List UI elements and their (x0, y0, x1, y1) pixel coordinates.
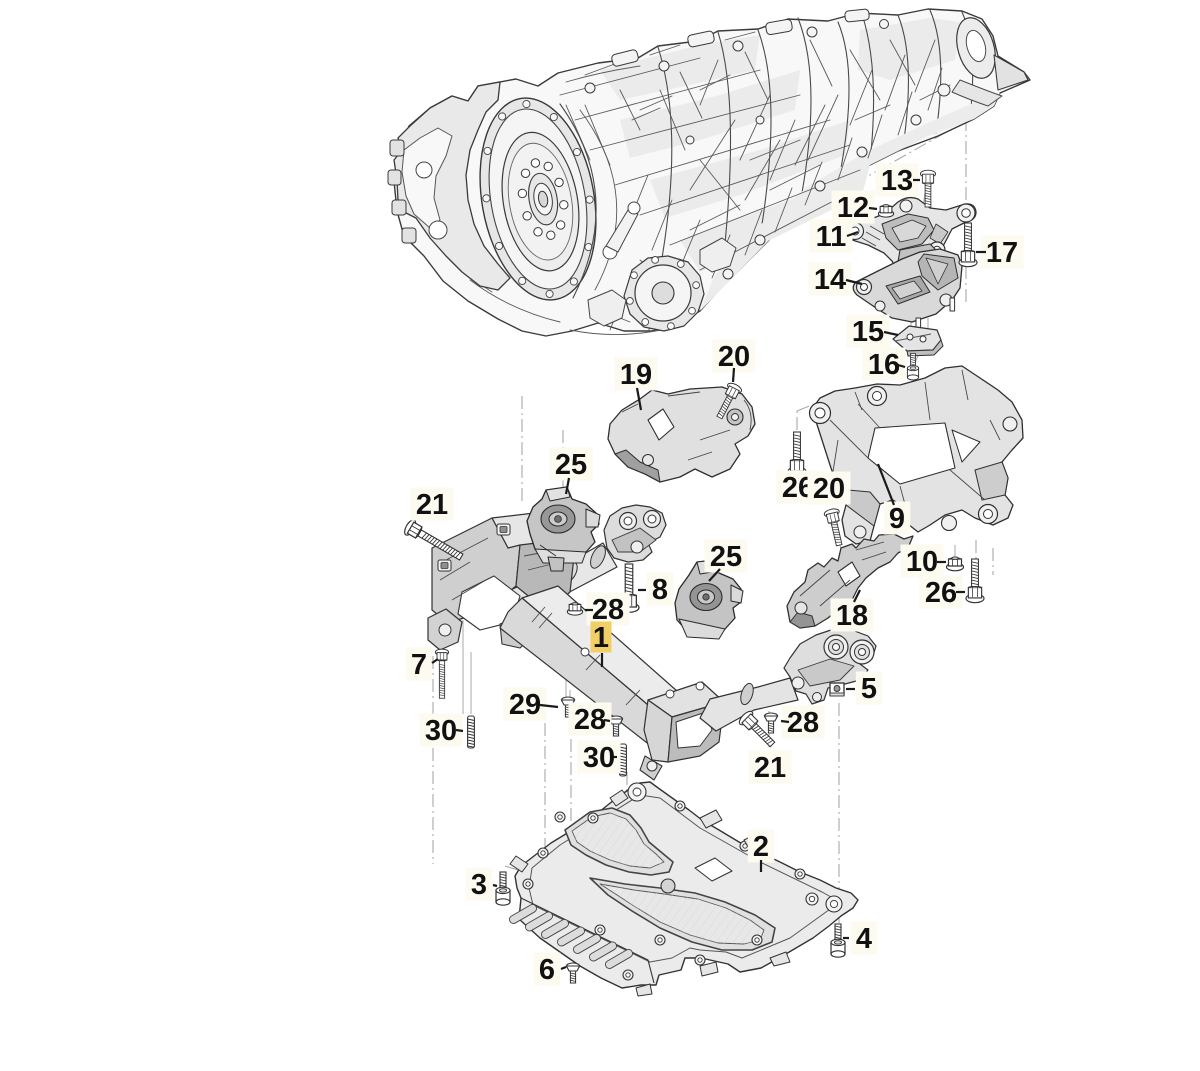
svg-text:13: 13 (881, 165, 913, 197)
svg-text:28: 28 (787, 707, 819, 739)
svg-text:20: 20 (718, 341, 750, 373)
svg-text:25: 25 (555, 449, 587, 481)
svg-text:3: 3 (471, 869, 487, 901)
svg-text:19: 19 (620, 359, 652, 391)
svg-text:1: 1 (593, 622, 609, 654)
svg-text:2: 2 (753, 831, 769, 863)
svg-text:16: 16 (868, 349, 900, 381)
svg-text:28: 28 (592, 594, 624, 626)
svg-text:11: 11 (816, 221, 847, 253)
svg-text:17: 17 (986, 237, 1018, 269)
svg-text:7: 7 (411, 649, 427, 681)
svg-text:14: 14 (814, 264, 846, 296)
svg-text:30: 30 (583, 742, 615, 774)
svg-text:21: 21 (754, 752, 786, 784)
svg-text:21: 21 (416, 489, 448, 521)
svg-text:8: 8 (652, 574, 668, 606)
svg-text:18: 18 (836, 600, 868, 632)
svg-text:15: 15 (852, 316, 884, 348)
svg-text:4: 4 (856, 923, 872, 955)
svg-text:9: 9 (889, 503, 905, 535)
svg-text:20: 20 (813, 473, 845, 505)
svg-text:30: 30 (425, 715, 457, 747)
svg-text:28: 28 (574, 704, 606, 736)
svg-text:12: 12 (837, 192, 869, 224)
svg-text:6: 6 (539, 954, 555, 986)
svg-text:10: 10 (906, 546, 938, 578)
svg-text:5: 5 (861, 673, 877, 705)
svg-text:29: 29 (509, 689, 541, 721)
svg-text:25: 25 (710, 541, 742, 573)
svg-text:26: 26 (925, 577, 957, 609)
